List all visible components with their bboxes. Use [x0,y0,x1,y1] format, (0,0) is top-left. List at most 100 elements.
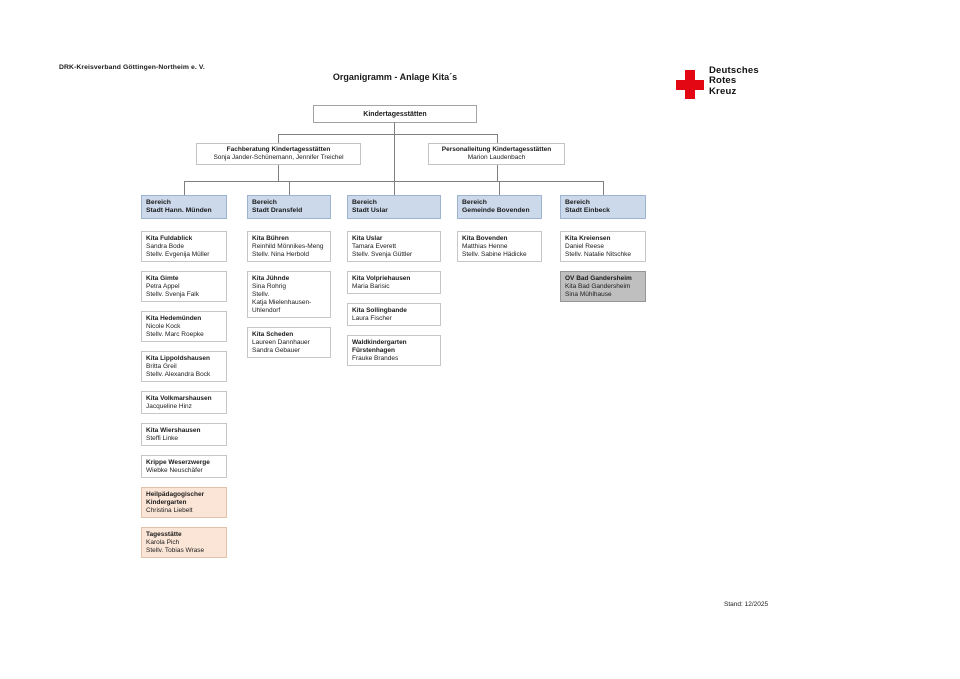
kita-person: Stellv. Marc Roepke [146,331,204,338]
kita-name: Kita Lippoldshausen [146,355,210,362]
kita-person: Kita Bad Gandersheim [565,283,631,290]
connector-line [497,164,498,181]
kita-person: Britta Greil [146,363,177,370]
kita-name: Kita Hedemünden [146,315,202,322]
kita-name: Waldkindergarten Fürstenhagen [352,339,407,354]
bereich-name: Stadt Uslar [352,207,388,214]
kita-person: Reinhild Mönnikes-Meng [252,243,324,250]
logo-line: Rotes [709,75,737,87]
kita-name: Kita Volpriehausen [352,275,411,282]
connector-line [499,181,500,195]
kita-person: Stellv. Tobias Wrase [146,547,205,554]
kita-person: Stellv. [252,291,270,298]
page-title: Organigramm - Anlage Kita´s [332,72,458,82]
kita-person: Stellv. Alexandra Bock [146,371,211,378]
kita-person: Nicole Kock [146,323,181,330]
connector-line [289,181,290,195]
bereich-label: Bereich [252,199,277,206]
kita-person: Laureen Dannhauer [252,339,310,346]
kita-person: Sandra Gebauer [252,347,301,354]
kita-person: Frauke Brandes [352,355,399,362]
bereich-name: Stadt Hann. Münden [146,207,212,214]
kita-name: Kita Sollingbande [352,307,407,314]
drk-logo-text: Deutsches Rotes Kreuz [709,65,759,97]
stand-date: Stand: 12/2025 [724,601,769,608]
kita-name: Kita Bovenden [462,235,508,242]
kita-name: Kita Bühren [252,235,289,242]
kita-name: Kita Scheden [252,331,294,338]
kita-person: Stellv. Natalie Nitschke [565,251,631,258]
kita-name: Kita Kreiensen [565,235,611,242]
connector-line [603,181,604,195]
bereich-label: Bereich [462,199,487,206]
kita-person: Christina Liebelt [146,507,193,514]
bereich-name: Stadt Dransfeld [252,207,303,214]
kita-name: Kita Wiershausen [146,427,201,434]
kita-name: OV Bad Gandersheim [565,275,632,282]
kita-person: Stellv. Sabine Hädicke [462,251,527,258]
kita-person: Stellv. Svenja Falk [146,291,199,298]
bereich-label: Bereich [352,199,377,206]
kita-name: Krippe Weserzwerge [146,459,210,466]
kita-person: Daniel Reese [565,243,605,250]
connector-line [278,134,498,135]
connector-line [184,181,185,195]
root-box-kindertagesstaetten: Kindertagesstätten [313,105,477,123]
staff-box-title: Personalleitung Kindertagesstätten [441,146,552,153]
kita-person: Stellv. Svenja Güttler [352,251,413,258]
org-name: DRK-Kreisverband Göttingen-Northeim e. V… [59,64,205,71]
connector-line [394,122,395,134]
connector-line [278,164,279,181]
connector-line [497,134,498,143]
kita-person: Tamara Everett [352,243,397,250]
staff-box-names: Marion Laudenbach [467,154,526,161]
bereich-name: Gemeinde Bovenden [462,207,530,214]
kita-person: Stellv. Evgenija Müller [146,251,210,258]
kita-person: Karola Pich [146,539,180,546]
red-cross-icon [676,79,704,90]
kita-person: Matthias Henne [462,243,508,250]
logo-line: Deutsches [709,65,759,76]
kita-person: Sina Rohrig [252,283,286,290]
bereich-name: Stadt Einbeck [565,207,610,214]
connector-line [394,181,395,195]
staff-box-title: Fachberatung Kindertagesstätten [226,146,331,153]
kita-name: Tagesstätte [146,531,182,538]
kita-name: Kita Fuldablick [146,235,193,242]
kita-name: Kita Uslar [352,235,383,242]
bereich-label: Bereich [565,199,590,206]
kita-person: Sina Mühlhause [565,291,612,298]
kita-person: Petra Appel [146,283,180,290]
connector-line [278,134,279,143]
staff-box-personalleitung: Personalleitung Kindertagesstätten Mario… [428,143,565,165]
kita-person: Katja Mielenhausen-Uhlendorf [252,299,312,314]
